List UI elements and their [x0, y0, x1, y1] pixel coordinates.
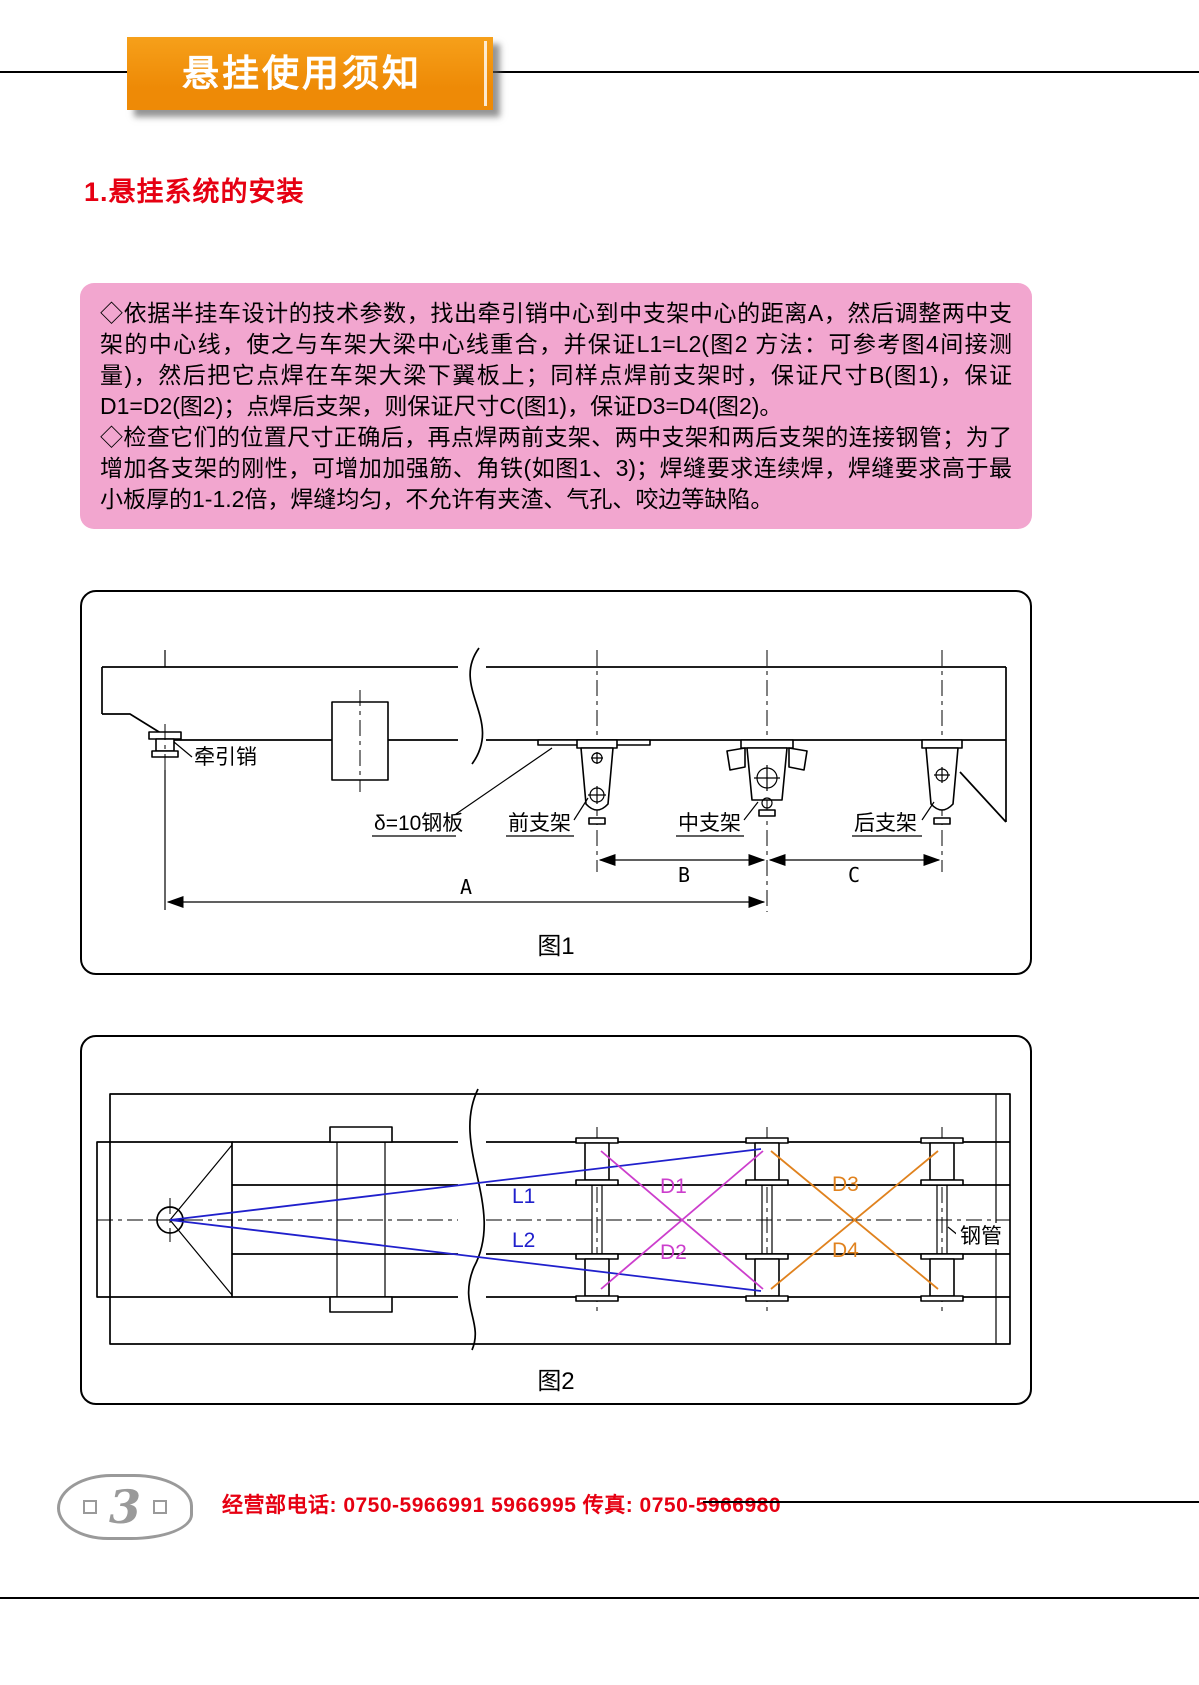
d1-label: D1 [660, 1175, 687, 1198]
break-wave-line [469, 647, 484, 765]
top-rule-line [0, 71, 1199, 73]
kingpin-label-group: 牵引销 [173, 741, 257, 769]
figure1-drawing: 牵引销 [101, 647, 1007, 960]
crossmember-tab-bottom [329, 1296, 393, 1313]
figure2-box: L1 L2 D1 D2 D3 D4 钢管 图2 [80, 1035, 1032, 1405]
front-bracket-label-group: 前支架 [506, 797, 589, 837]
instructions-box: ◇依据半挂车设计的技术参数，找出牵引销中心到中支架中心的距离A，然后调整两中支架… [80, 283, 1032, 529]
footer-contact-info: 经营部电话: 0750-5966991 5966995 传真: 0750-596… [222, 1494, 782, 1517]
break-wave-line [467, 1088, 485, 1351]
crossmember-tab-top [329, 1126, 393, 1143]
instructions-paragraph-2: ◇检查它们的位置尺寸正确后，再点焊两前支架、两中支架和两后支架的连接钢管；为了增… [100, 424, 1012, 512]
section-title: 1.悬挂系统的安装 [84, 177, 305, 207]
plate-label: δ=10钢板 [374, 812, 463, 835]
footer-rule-line [703, 1501, 1199, 1503]
rear-bracket-label-group: 后支架 [852, 801, 935, 837]
l1-label: L1 [512, 1185, 535, 1208]
dimension-b-label: B [678, 863, 690, 887]
banner-edge-highlight [484, 41, 487, 106]
middle-bracket [726, 650, 808, 912]
steel-pipe-lines [936, 1185, 948, 1254]
kingpin-label: 牵引销 [194, 746, 257, 769]
rear-bracket [921, 650, 963, 872]
plate-label-group: δ=10钢板 [372, 747, 553, 837]
steel-pipe-label: 钢管 [960, 1225, 1002, 1248]
middle-bracket-label: 中支架 [678, 812, 741, 835]
page-title: 悬挂使用须知 [182, 53, 422, 94]
figure2-caption: 图2 [537, 1368, 574, 1395]
bottom-rule-line [0, 1597, 1199, 1599]
middle-bracket-pair [745, 1127, 789, 1311]
page-number-tab: 3 [57, 1474, 193, 1540]
figure2-drawing: L1 L2 D1 D2 D3 D4 钢管 图2 [96, 1088, 1011, 1395]
front-bracket [576, 650, 618, 872]
tab-deco-square-left [82, 1500, 97, 1514]
d2-label: D2 [660, 1241, 687, 1264]
l-measurement-lines: L1 L2 [169, 1148, 762, 1292]
front-bracket-pair [575, 1127, 619, 1311]
dimension-c: C [768, 854, 941, 887]
rear-bracket-pair [920, 1127, 964, 1311]
middle-bracket-label-group: 中支架 [676, 801, 759, 837]
instructions-paragraph-1: ◇依据半挂车设计的技术参数，找出牵引销中心到中支架中心的距离A，然后调整两中支架… [100, 300, 1012, 419]
steel-pipe-label-bg [956, 1223, 1008, 1249]
d4-label: D4 [832, 1239, 859, 1262]
front-bracket-label: 前支架 [508, 812, 571, 835]
frame-plan-view [96, 1088, 1011, 1351]
frame-beam-side-view [101, 647, 1007, 823]
kingpin-symbol [148, 650, 182, 910]
figure1-box: 牵引销 [80, 590, 1032, 975]
d12-measurement-lines: D1 D2 [600, 1150, 764, 1290]
dimension-a-label: A [460, 875, 472, 899]
dimension-c-label: C [848, 863, 860, 887]
rear-bracket-label: 后支架 [854, 812, 917, 835]
d34-measurement-lines: D3 D4 [770, 1150, 939, 1290]
steel-pipe-label-group: 钢管 [947, 1223, 1008, 1249]
page-number: 3 [108, 1480, 141, 1534]
l2-label: L2 [512, 1229, 535, 1252]
figure1-caption: 图1 [537, 933, 574, 960]
tab-deco-square-right [153, 1500, 167, 1514]
dimension-a: A [166, 875, 766, 908]
d3-label: D3 [832, 1173, 859, 1196]
dimension-b: B [598, 854, 766, 887]
header-banner: 悬挂使用须知 [127, 37, 493, 110]
